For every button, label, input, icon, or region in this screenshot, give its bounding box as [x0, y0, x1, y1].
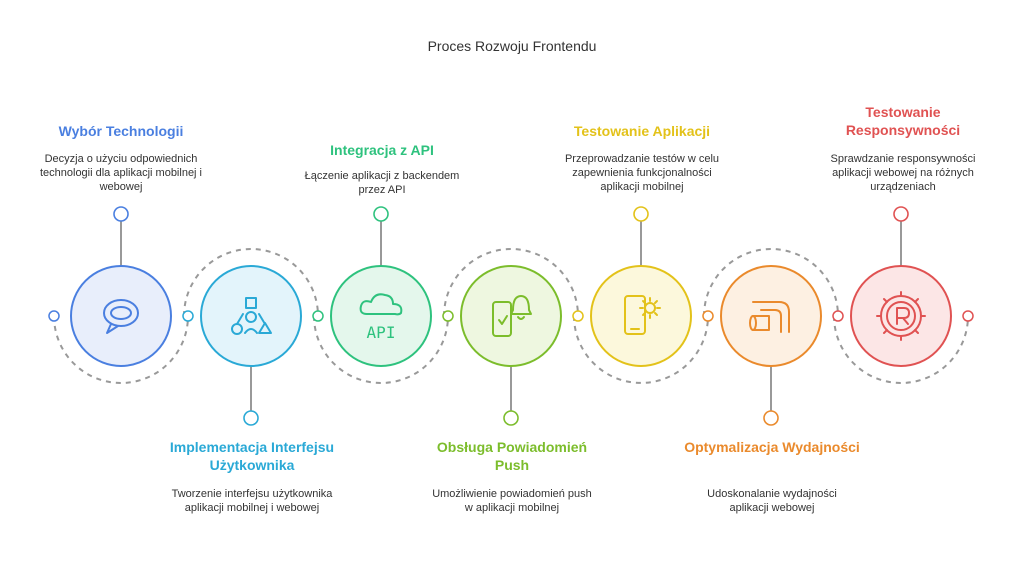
stem-marker-3 — [373, 206, 389, 222]
shapes-icon — [231, 297, 272, 335]
pipe-icon — [749, 301, 790, 333]
connector-arc-5 — [573, 315, 709, 384]
step-circle-6 — [720, 265, 822, 367]
step-5-desc: Przeprowadzanie testów w celu zapewnieni… — [564, 153, 720, 193]
step-circle-5 — [590, 265, 692, 367]
step-1-label: Wybór Technologii — [58, 123, 184, 139]
step-2-label: Implementacja Interfejsu Użytkownika — [169, 439, 335, 473]
phone-gear-icon — [624, 295, 661, 335]
step-2-desc: Tworzenie interfejsu użytkownika aplikac… — [171, 488, 333, 514]
junction-dot-6 — [702, 310, 714, 322]
connector-arc-1 — [53, 315, 189, 384]
step-circle-1 — [70, 265, 172, 367]
stem-marker-6 — [763, 410, 779, 426]
step-3-label: Integracja z API — [330, 142, 434, 158]
stem-marker-4 — [503, 410, 519, 426]
step-circle-7 — [850, 265, 952, 367]
junction-dot-8 — [962, 310, 974, 322]
step-5-label: Testowanie Aplikacji — [573, 123, 711, 139]
svg-text:API: API — [367, 323, 396, 342]
step-4-label: Obsługa Powiadomień Push — [436, 439, 588, 473]
connector-arc-7 — [833, 315, 969, 384]
junction-dot-3 — [312, 310, 324, 322]
stem-marker-1 — [113, 206, 129, 222]
connector-arc-4 — [443, 248, 579, 317]
diagram-title: Proces Rozwoju Frontendu — [427, 38, 597, 54]
step-6-label: Optymalizacja Wydajności — [684, 439, 860, 455]
junction-dot-4 — [442, 310, 454, 322]
connector-arc-3 — [313, 315, 449, 384]
connector-arc-2 — [183, 248, 319, 317]
junction-dot-5 — [572, 310, 584, 322]
step-7-desc: Sprawdzanie responsywności aplikacji web… — [830, 153, 976, 193]
connector-arc-6 — [703, 248, 839, 317]
step-1-desc: Decyzja o użyciu odpowiednich technologi… — [39, 153, 203, 193]
step-circle-3 — [330, 265, 432, 367]
junction-dot-1 — [48, 310, 60, 322]
step-4-desc: Umożliwienie powiadomień push w aplikacj… — [432, 488, 592, 514]
registered-gear-icon — [876, 291, 926, 341]
step-3-desc: Łączenie aplikacji z backendem przez API — [304, 170, 460, 196]
stem-marker-5 — [633, 206, 649, 222]
stem-marker-2 — [243, 410, 259, 426]
step-6-desc: Udoskonalanie wydajności aplikacji webow… — [707, 488, 837, 514]
junction-dot-2 — [182, 310, 194, 322]
junction-dot-7 — [832, 310, 844, 322]
step-circle-2 — [200, 265, 302, 367]
stem-marker-7 — [893, 206, 909, 222]
cloud-api-icon: API — [359, 293, 403, 342]
step-7-label: Testowanie Responsywności — [845, 104, 961, 138]
chat-bubble-icon — [103, 299, 139, 334]
phone-bell-icon — [492, 295, 532, 337]
